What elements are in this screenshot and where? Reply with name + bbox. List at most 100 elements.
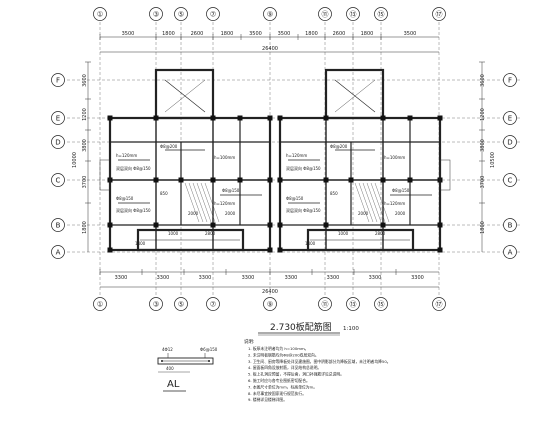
- stair-core: [324, 68, 385, 120]
- column: [210, 177, 216, 183]
- top-axis-bubble-circle: [149, 7, 163, 21]
- column: [407, 177, 413, 183]
- column: [437, 115, 443, 121]
- column: [380, 177, 386, 183]
- dim-vertical: 3600: [82, 74, 88, 87]
- balcony: [306, 228, 415, 252]
- column: [107, 115, 113, 121]
- right-axis-bubble: D: [507, 139, 512, 147]
- column: [277, 222, 283, 228]
- column: [277, 177, 283, 183]
- hatch-line: [196, 182, 212, 223]
- bottom-axis-bubble: ⑤: [178, 301, 184, 309]
- top-axis-bubble-circle: [174, 7, 188, 21]
- bottom-axis-bubble-circle: [206, 297, 220, 311]
- slab-label: 1000: [338, 231, 349, 236]
- bottom-axis-bubble: ①: [97, 301, 103, 309]
- left-axis-bubble-circle: [51, 245, 65, 259]
- slab-label: Φ8@150: [116, 196, 134, 201]
- slab-label: 双层双向 Φ8@150: [116, 207, 151, 213]
- detail-label: AL: [167, 379, 180, 390]
- top-axis-bubble-circle: [432, 7, 446, 21]
- drawing-scale: 1:100: [343, 326, 359, 332]
- column: [237, 115, 243, 121]
- dim-vertical: 1200: [82, 108, 88, 121]
- top-axis-bubble: ⑰: [436, 11, 443, 19]
- note-line: 4. 屋面板四角设放射筋，详见结构总说明。: [248, 365, 321, 370]
- top-axis-bubble-circle: [346, 7, 360, 21]
- bottom-axis-bubble: ⑦: [210, 301, 216, 309]
- detail-dimension: 400: [166, 366, 174, 371]
- dim-bottom: 3300: [411, 275, 424, 281]
- bottom-axis-bubble-circle: [318, 297, 332, 311]
- column: [323, 177, 329, 183]
- bottom-axis-bubble: ⑨: [267, 301, 273, 309]
- column: [267, 177, 273, 183]
- column: [437, 247, 443, 253]
- axis-grid: [62, 22, 520, 295]
- slab-label: Φ8@200: [160, 144, 178, 149]
- note-line: 2. 未注明板钢筋均为Φ8@200双层双向。: [248, 352, 319, 357]
- right-axis-bubble-circle: [503, 173, 517, 187]
- left-axis-bubble: C: [56, 177, 61, 185]
- notes-heading: 说明:: [244, 338, 255, 345]
- top-axis-bubble: ①: [97, 11, 103, 19]
- dim-top-total: 26400: [262, 46, 278, 52]
- right-axis-bubble: C: [508, 177, 513, 185]
- bottom-axis-bubble: ⑮: [378, 301, 385, 309]
- bottom-axis-bubble-circle: [174, 297, 188, 311]
- top-axis-bubble-circle: [206, 7, 220, 21]
- left-axis-bubble: B: [56, 222, 61, 230]
- dim-top: 1800: [361, 31, 374, 37]
- right-axis-bubble-circle: [503, 245, 517, 259]
- column: [380, 115, 386, 121]
- wall-segment: [164, 79, 206, 113]
- top-axis-bubble: ⑬: [350, 11, 357, 19]
- hatch-line: [362, 182, 378, 223]
- note-line: 6. 施工时应与各专业图纸密切配合。: [248, 378, 310, 383]
- dim-bottom: 3300: [369, 275, 382, 281]
- column: [380, 222, 386, 228]
- slab-label: 850: [330, 191, 338, 196]
- dim-top: 3500: [122, 31, 135, 37]
- left-axis-bubble-circle: [51, 73, 65, 87]
- bottom-axis-bubble: ③: [153, 301, 159, 309]
- top-axis-bubble: ⑦: [210, 11, 216, 19]
- hatch-line: [188, 182, 204, 223]
- dim-vertical: 3700: [480, 176, 486, 189]
- left-axis-bubble-circle: [51, 173, 65, 187]
- slab-label: 2000: [358, 211, 369, 216]
- column: [210, 222, 216, 228]
- right-axis-bubble: B: [508, 222, 513, 230]
- dim-bottom: 3300: [199, 275, 212, 281]
- left-axis-bubble-circle: [51, 135, 65, 149]
- column: [107, 222, 113, 228]
- column: [323, 115, 329, 121]
- slab-label: 2000: [188, 211, 199, 216]
- dim-vertical: 3800: [82, 139, 88, 152]
- bottom-axis-bubble-circle: [374, 297, 388, 311]
- bottom-axis-bubble-circle: [93, 297, 107, 311]
- column: [323, 222, 329, 228]
- top-axis-bubble-circle: [374, 7, 388, 21]
- right-axis-bubble: E: [508, 115, 512, 123]
- dim-top: 3500: [249, 31, 262, 37]
- column: [277, 247, 283, 253]
- column: [437, 222, 443, 228]
- stair-core: [154, 68, 215, 120]
- hatch-line: [366, 182, 382, 223]
- top-axis-bubble-circle: [93, 7, 107, 21]
- dim-top: 2600: [333, 31, 346, 37]
- dim-vertical-total: 10000: [72, 152, 78, 168]
- right-axis-bubble: A: [508, 249, 513, 257]
- dim-vertical: 3700: [82, 176, 88, 189]
- dim-bottom-total: 26400: [262, 289, 278, 295]
- left-axis-bubble: F: [56, 77, 60, 85]
- hatch-line: [354, 182, 370, 223]
- column: [107, 247, 113, 253]
- dim-bottom: 3300: [242, 275, 255, 281]
- column: [153, 115, 159, 121]
- bottom-axis-bubble: ⑰: [436, 301, 443, 309]
- column: [267, 115, 273, 121]
